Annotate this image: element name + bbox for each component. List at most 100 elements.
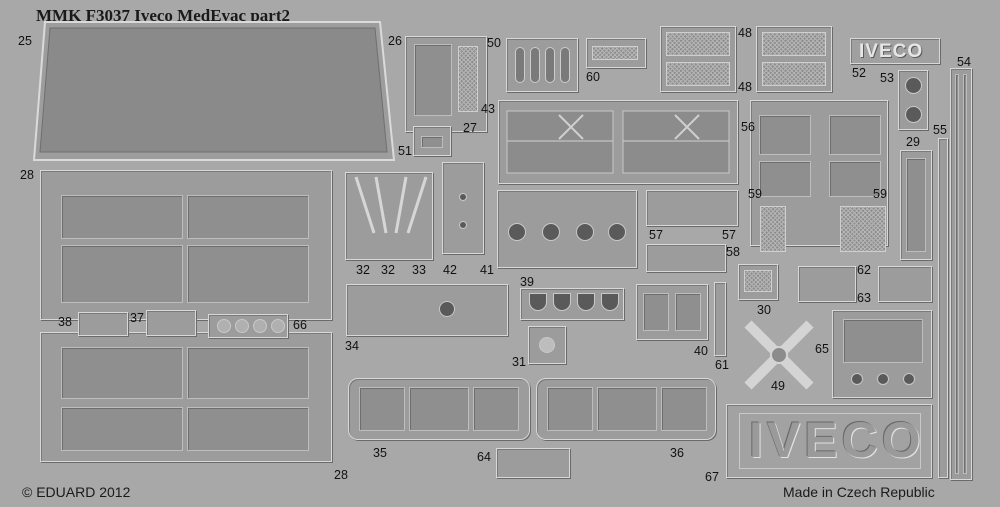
- housing-hole: [903, 373, 915, 385]
- frame-cell: [409, 387, 469, 431]
- part-57-hinges: [646, 190, 738, 226]
- label-48a: 48: [738, 26, 752, 40]
- panel-cell: [187, 195, 309, 239]
- label-66: 66: [293, 318, 307, 332]
- part-53-washer-plate: [898, 70, 928, 130]
- part-42-bracket: [442, 162, 484, 254]
- bin-hole: [542, 223, 560, 241]
- logo-border: [739, 413, 921, 469]
- part-39-cups: [520, 288, 624, 320]
- label-61: 61: [715, 358, 729, 372]
- part-40-doors: [636, 284, 708, 340]
- part-56-braces: [506, 110, 730, 174]
- sheet-title: MMK F3037 Iveco MedEvac part2: [36, 6, 290, 25]
- label-43: 43: [481, 102, 495, 116]
- label-33: 33: [412, 263, 426, 277]
- part-48-mesh-lower-2: [762, 62, 826, 86]
- part-36-frame: [536, 378, 716, 440]
- label-58: 58: [726, 245, 740, 259]
- bolt-hole: [459, 193, 467, 201]
- part-60-mesh: [592, 46, 638, 60]
- disc: [253, 319, 267, 333]
- part-29-recess: [906, 158, 926, 252]
- slot: [545, 47, 555, 83]
- part-43-mesh: [458, 46, 478, 112]
- label-25: 25: [18, 34, 32, 48]
- part-54-rail-groove-2: [963, 74, 967, 474]
- part-66-discs: [208, 314, 288, 338]
- label-29: 29: [906, 135, 920, 149]
- part-62-clamps: [798, 266, 856, 302]
- bin-hole: [576, 223, 594, 241]
- label-49: 49: [771, 379, 785, 393]
- tray-hole: [439, 301, 455, 317]
- housing-hole: [851, 373, 863, 385]
- strut-lines: [354, 176, 428, 234]
- label-35: 35: [373, 446, 387, 460]
- label-57a: 57: [649, 228, 663, 242]
- origin-text: Made in Czech Republic: [783, 484, 935, 500]
- part-48-mesh-upper-2: [762, 32, 826, 56]
- cup: [529, 293, 547, 311]
- part-56-brace-frame: [498, 100, 738, 184]
- part-31-gear: [528, 326, 566, 364]
- label-56: 56: [741, 120, 755, 134]
- label-37: 37: [130, 311, 144, 325]
- part-51-recess: [421, 136, 443, 148]
- frame-cell: [473, 387, 519, 431]
- cup: [601, 293, 619, 311]
- label-27: 27: [463, 121, 477, 135]
- panel-cell: [61, 195, 183, 239]
- grid-cell: [829, 115, 881, 155]
- label-36: 36: [670, 446, 684, 460]
- washer-hole: [905, 106, 922, 123]
- frame-cell: [597, 387, 657, 431]
- label-32b: 32: [381, 263, 395, 277]
- label-39: 39: [520, 275, 534, 289]
- label-38: 38: [58, 315, 72, 329]
- part-52-logo-plate: IVECO: [850, 38, 940, 64]
- slot: [560, 47, 570, 83]
- label-48b: 48: [738, 80, 752, 94]
- frame-cell: [359, 387, 405, 431]
- panel-cell: [61, 347, 183, 399]
- label-28a: 28: [20, 168, 34, 182]
- part-58-rivets: [646, 244, 726, 272]
- frame-cell: [661, 387, 707, 431]
- gear-hub: [539, 337, 555, 353]
- bin-hole: [508, 223, 526, 241]
- label-32a: 32: [356, 263, 370, 277]
- label-59b: 59: [873, 187, 887, 201]
- housing-hole: [877, 373, 889, 385]
- label-60: 60: [586, 70, 600, 84]
- part-30-mesh: [744, 270, 772, 292]
- part-26-recess: [414, 44, 452, 116]
- grid-cell: [759, 115, 811, 155]
- label-54: 54: [957, 55, 971, 69]
- disc: [271, 319, 285, 333]
- copyright-text: © EDUARD 2012: [22, 484, 131, 500]
- label-31: 31: [512, 355, 526, 369]
- label-59a: 59: [748, 187, 762, 201]
- disc: [217, 319, 231, 333]
- part-32-33-struts: [345, 172, 433, 260]
- label-26: 26: [388, 34, 402, 48]
- label-30: 30: [757, 303, 771, 317]
- part-59-mesh: [760, 206, 786, 252]
- part-63-clamps: [878, 266, 932, 302]
- label-67: 67: [705, 470, 719, 484]
- part-38-tabs: [78, 312, 128, 336]
- cup: [577, 293, 595, 311]
- slot: [530, 47, 540, 83]
- part-28-upper-panel: [40, 170, 332, 320]
- label-65: 65: [815, 342, 829, 356]
- frame-cell: [547, 387, 593, 431]
- label-55: 55: [933, 123, 947, 137]
- label-52: 52: [852, 66, 866, 80]
- part-41-bin-plate: [497, 190, 637, 268]
- panel-cell: [187, 245, 309, 303]
- panel-cell: [61, 245, 183, 303]
